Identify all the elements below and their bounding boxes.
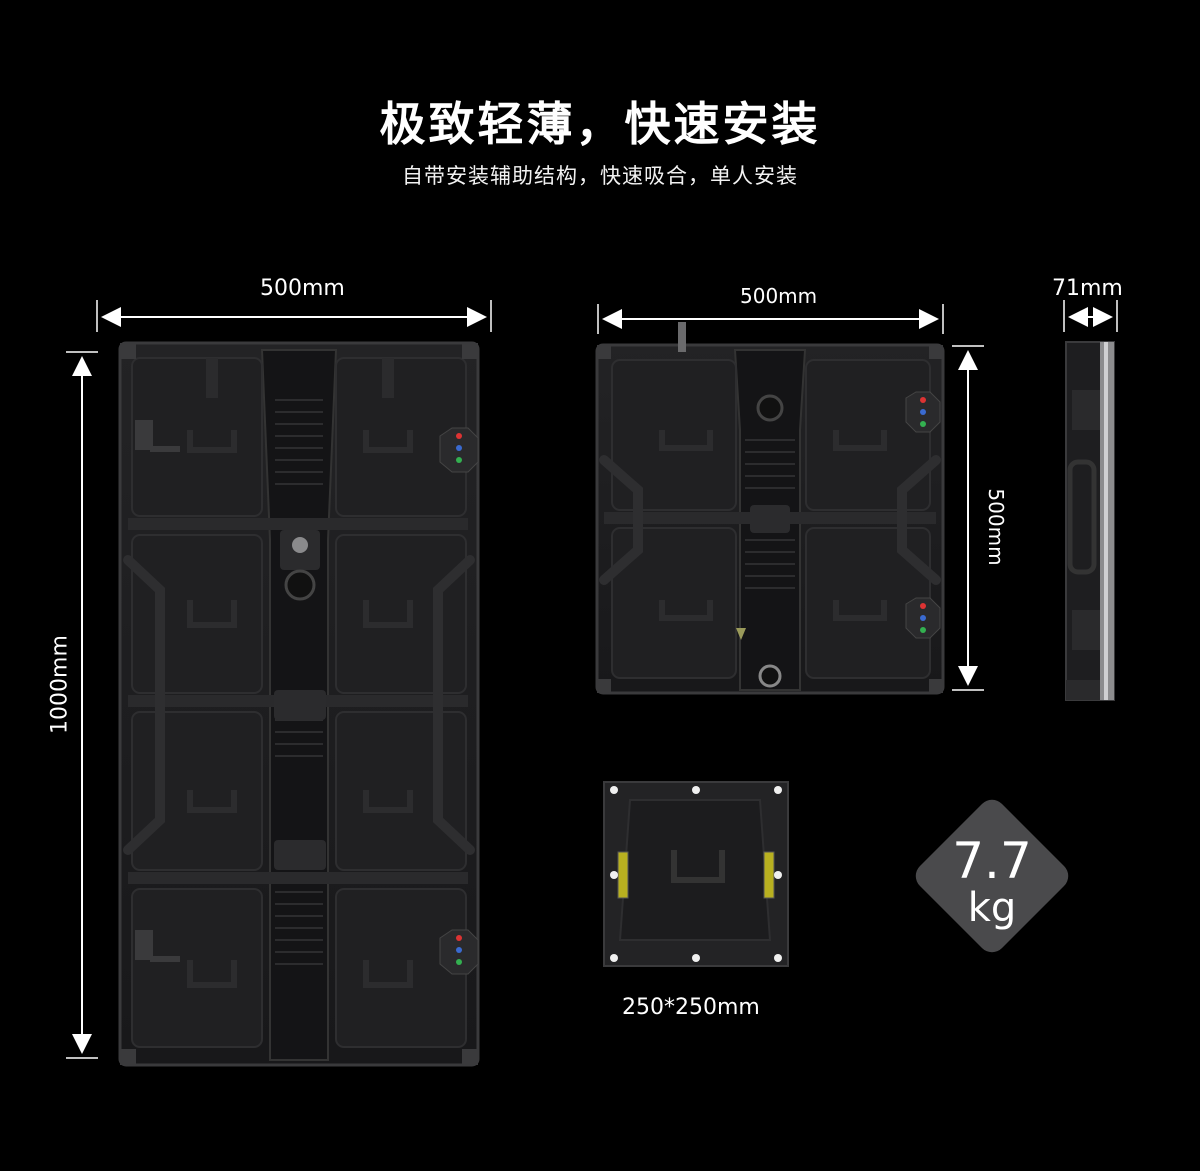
weight-value: 7.7 [952, 832, 1032, 890]
square-cabinet [595, 304, 984, 695]
side-profile [1063, 300, 1118, 701]
module-size-label: 250*250mm [622, 995, 760, 1020]
weight-unit: kg [967, 885, 1017, 931]
led-module [603, 781, 789, 967]
large-height-label: 1000mm [47, 635, 73, 734]
square-height-label: 500mm [984, 488, 1008, 566]
side-depth-label: 71mm [1052, 276, 1123, 301]
large-width-label: 500mm [260, 276, 345, 301]
page-subtitle: 自带安装辅助结构，快速吸合，单人安装 [402, 164, 798, 188]
square-width-label: 500mm [740, 284, 818, 308]
weight-text: 7.7 kg [892, 836, 1092, 928]
large-cabinet [66, 300, 492, 1067]
weight-badge [915, 799, 1069, 953]
page-title: 极致轻薄，快速安装 [379, 97, 821, 151]
